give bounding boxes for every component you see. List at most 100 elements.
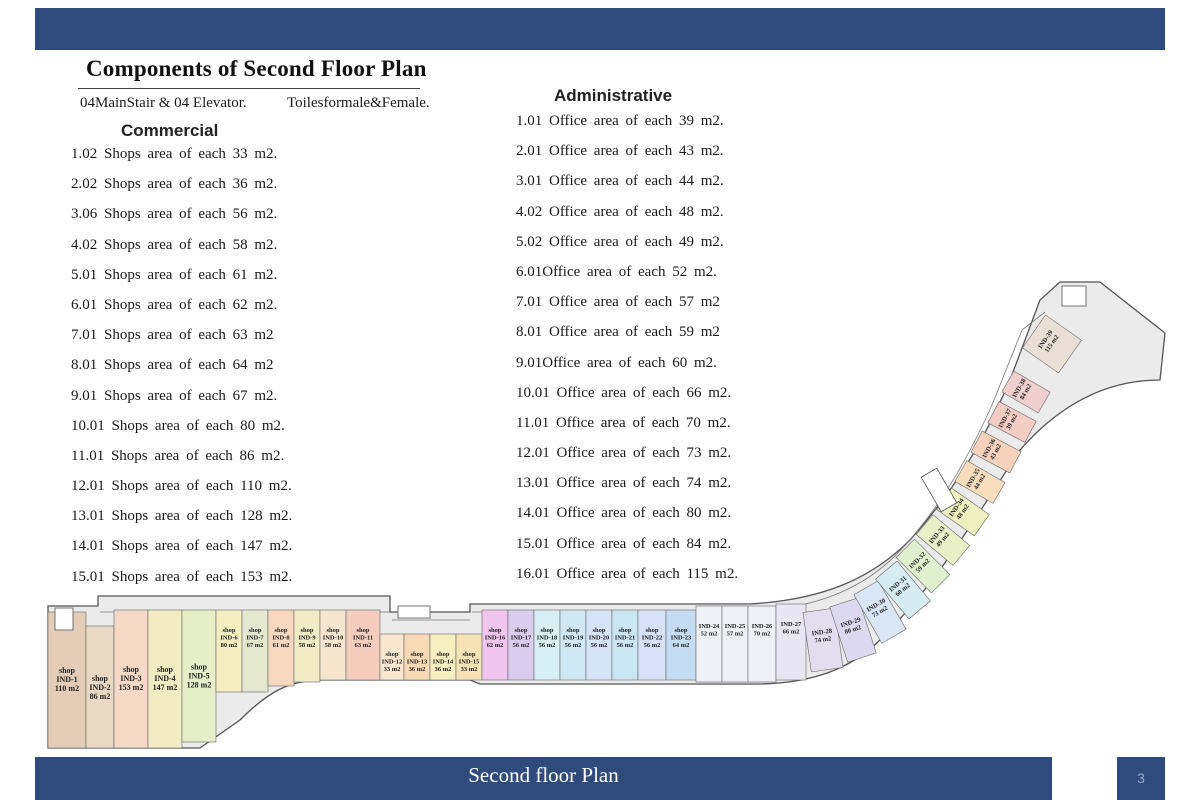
administrative-item: 12.01 Office area of each 73 m2. <box>516 445 732 462</box>
top-banner <box>35 8 1165 50</box>
administrative-item: 4.02 Office area of each 48 m2. <box>516 203 724 220</box>
administrative-item: 10.01 Office area of each 66 m2. <box>516 384 732 401</box>
unit-label: 36 m2 <box>435 666 452 673</box>
unit-label: shop <box>514 627 527 634</box>
unit-label: 61 m2 <box>273 642 290 649</box>
administrative-item: 14.01 Office area of each 80 m2. <box>516 505 732 522</box>
plan-unit-area <box>47 611 87 749</box>
plan-unit-area <box>585 609 613 681</box>
stair-core-middle <box>397 605 431 619</box>
stair-core-east <box>920 467 958 513</box>
unit-label: IND-3 <box>120 674 141 683</box>
unit-label: IND-10 <box>323 635 344 642</box>
unit-label: shop <box>385 651 398 658</box>
unit-label: 56 m2 <box>644 642 661 649</box>
unit-label: IND-13 <box>407 659 428 666</box>
unit-label: IND-21 <box>615 635 636 642</box>
unit-label: 56 m2 <box>565 642 582 649</box>
unit-label: IND-6 <box>220 635 238 642</box>
unit-label: shop <box>540 627 553 634</box>
unit-label: shop <box>618 627 631 634</box>
unit-label: IND-28 <box>811 628 833 638</box>
administrative-item: 8.01 Office area of each 59 m2 <box>516 324 720 341</box>
unit-label: 52 m2 <box>701 631 718 638</box>
unit-label: IND-15 <box>459 659 480 666</box>
unit-label: shop <box>274 627 287 634</box>
unit-label: shop <box>674 627 687 634</box>
commercial-item: 8.01 Shops area of each 64 m2 <box>71 357 274 374</box>
unit-label: 86 m2 <box>90 692 111 701</box>
footer-title: Second floor Plan <box>468 763 619 787</box>
unit-label: IND-1 <box>56 675 77 684</box>
title-underline <box>78 88 420 89</box>
unit-label: shop <box>92 674 109 683</box>
administrative-item: 16.01 Office area of each 115 m2. <box>516 565 739 582</box>
unit-label: 74 m2 <box>814 635 832 644</box>
plan-unit-area <box>829 597 877 663</box>
commercial-item: 9.01 Shops area of each 67 m2. <box>71 387 278 404</box>
footer-banner: Second floor Plan <box>35 757 1052 800</box>
unit-label: 64 m2 <box>673 642 690 649</box>
plan-unit-area <box>875 560 931 620</box>
administrative-heading: Administrative <box>554 86 673 105</box>
unit-label: 63 m2 <box>355 642 372 649</box>
unit-label: 56 m2 <box>539 642 556 649</box>
plan-unit-area <box>1022 314 1082 374</box>
stair-core-north <box>1061 285 1087 307</box>
unit-label: 80 m2 <box>844 624 862 636</box>
plan-unit-area <box>507 609 535 681</box>
unit-label: IND-24 <box>699 623 720 630</box>
commercial-item: 3.06 Shops area of each 56 m2. <box>71 206 278 223</box>
page-title: Components of Second Floor Plan <box>86 56 427 81</box>
administrative-item: 9.01Office area of each 60 m2. <box>516 354 717 371</box>
unit-label: 33 m2 <box>461 666 478 673</box>
plan-unit-area <box>403 633 431 681</box>
commercial-item: 13.01 Shops area of each 128 m2. <box>71 508 293 525</box>
unit-label: 56 m2 <box>591 642 608 649</box>
unit-label: IND-2 <box>89 683 110 692</box>
unit-label: 70 m2 <box>754 631 771 638</box>
unit-label: shop <box>645 627 658 634</box>
commercial-item: 10.01 Shops area of each 80 m2. <box>71 417 285 434</box>
unit-label: shop <box>592 627 605 634</box>
plan-unit-area <box>215 609 243 693</box>
unit-label: shop <box>191 662 208 671</box>
unit-label: 33 m2 <box>384 666 401 673</box>
unit-label: shop <box>300 627 313 634</box>
unit-label: 147 m2 <box>153 683 178 692</box>
commercial-list: 1.02 Shops area of each 33 m2.2.02 Shops… <box>71 139 292 592</box>
unit-label: shop <box>326 627 339 634</box>
unit-label: shop <box>222 627 235 634</box>
unit-label: 56 m2 <box>617 642 634 649</box>
administrative-item: 3.01 Office area of each 44 m2. <box>516 173 724 190</box>
unit-label: shop <box>566 627 579 634</box>
page-number: 3 <box>1137 770 1145 786</box>
unit-label: shop <box>123 665 140 674</box>
unit-label: shop <box>157 665 174 674</box>
unit-label: IND-4 <box>154 674 175 683</box>
administrative-item: 13.01 Office area of each 74 m2. <box>516 475 732 492</box>
administrative-list: 1.01 Office area of each 39 m2.2.01 Offi… <box>516 106 738 589</box>
plan-unit-area <box>85 625 115 749</box>
page-number-box: 3 <box>1117 757 1165 800</box>
plan-unit-area <box>802 607 844 673</box>
unit-label: shop <box>248 627 261 634</box>
unit-label: IND-14 <box>433 659 454 666</box>
unit-label: 58 m2 <box>325 642 342 649</box>
unit-label: 67 m2 <box>247 642 264 649</box>
administrative-item: 2.01 Office area of each 43 m2. <box>516 143 724 160</box>
unit-label: 80 m2 <box>221 642 238 649</box>
